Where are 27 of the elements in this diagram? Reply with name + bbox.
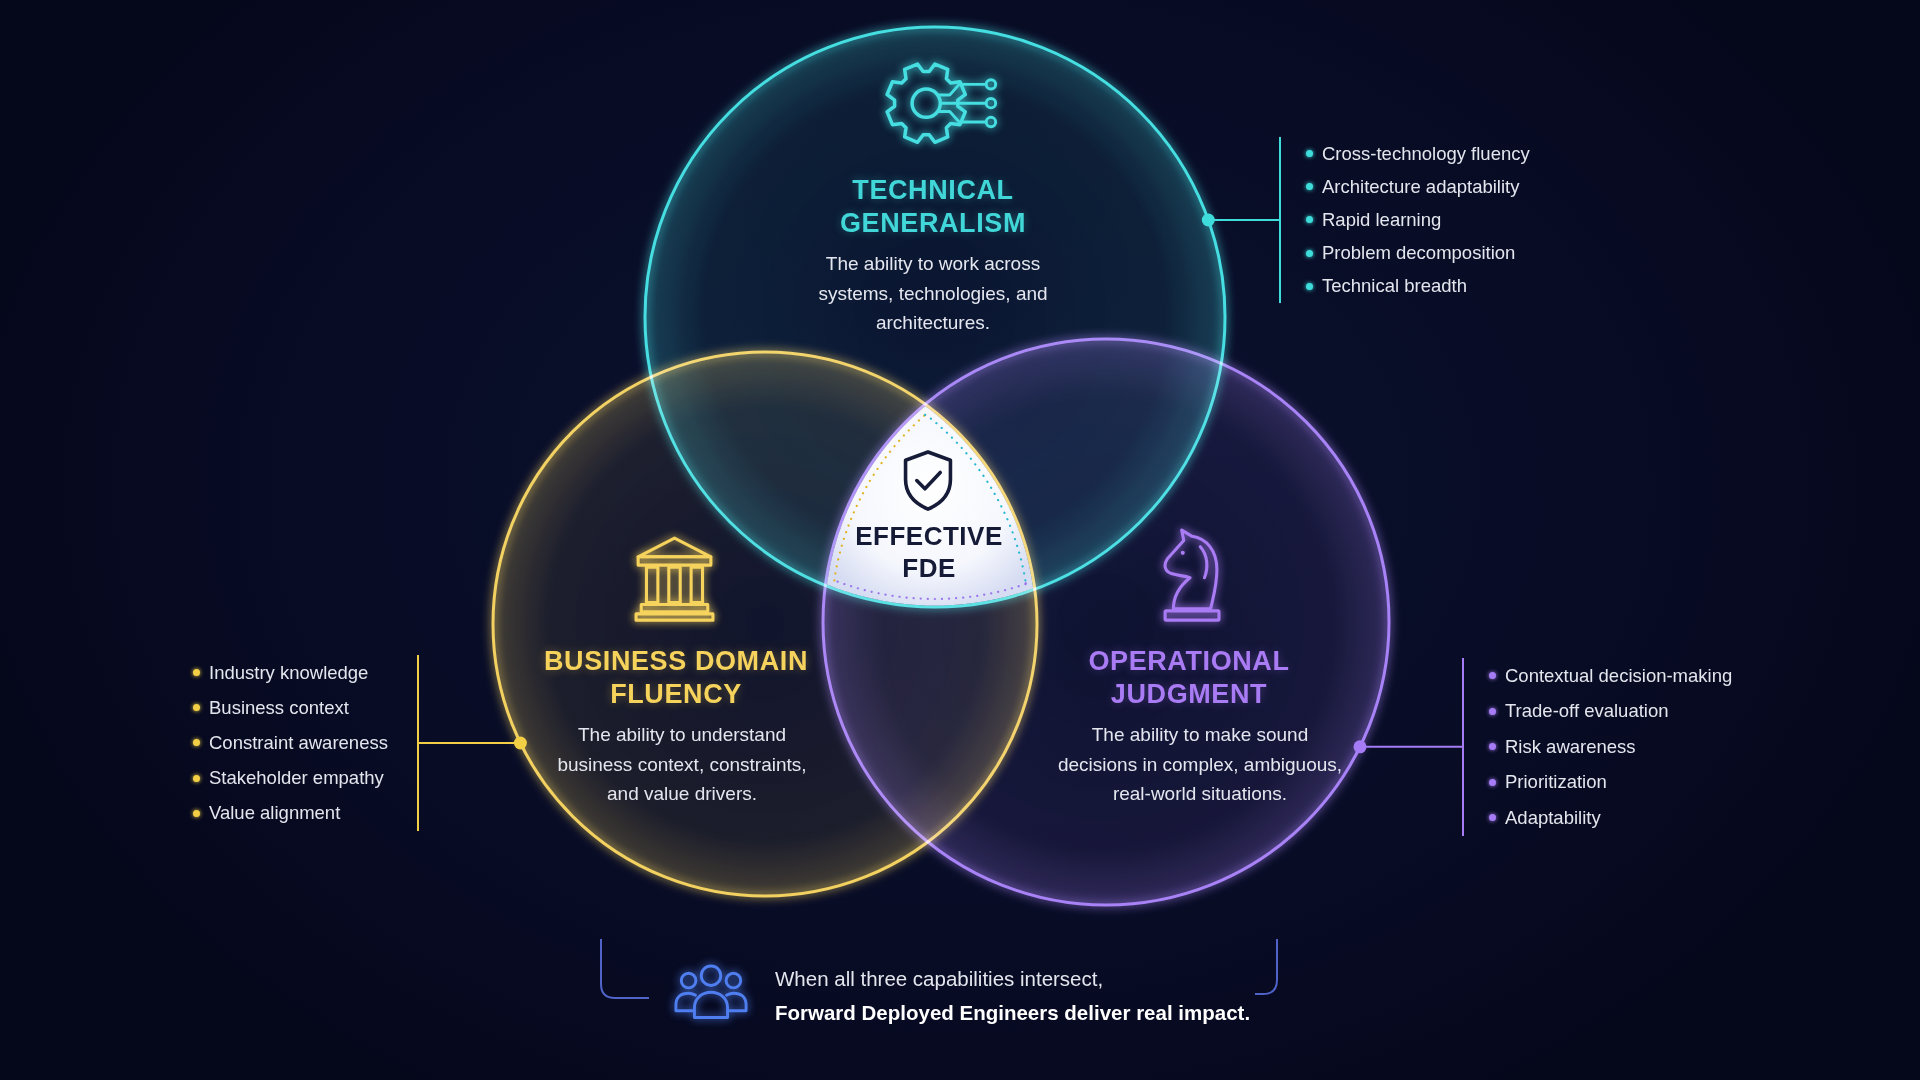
bullet-item: Industry knowledge bbox=[209, 661, 369, 684]
description-text: The ability to work across systems, technologies, and architectures. bbox=[817, 252, 1049, 335]
caption-text: When all three capabilities intersect, Forward Deployed Engineers deliver real impact. bbox=[775, 966, 1251, 1026]
bullet-item: Risk awareness bbox=[1505, 735, 1636, 758]
bullet-item: Trade-off evaluation bbox=[1505, 700, 1669, 723]
venn-circle bbox=[823, 339, 1389, 905]
description-text: The ability to make sound decisions in complex, ambiguous, real-world situations. bbox=[1056, 723, 1344, 806]
bullet-item: Rapid learning bbox=[1322, 209, 1442, 231]
leader-line bbox=[1353, 740, 1463, 754]
bullet-item: Cross-technology fluency bbox=[1322, 142, 1530, 165]
bullet-item: Contextual decision-making bbox=[1505, 664, 1733, 687]
circle-heading: OPERATIONAL JUDGMENT bbox=[1087, 645, 1291, 711]
bullet-item: Stakeholder empathy bbox=[209, 767, 384, 790]
leader-line bbox=[418, 736, 527, 750]
bullet-item: Architecture adaptability bbox=[1322, 175, 1520, 198]
bullet-item: Business context bbox=[209, 696, 349, 719]
bullet-item: Constraint awareness bbox=[209, 732, 388, 754]
bullet-item: Adaptability bbox=[1505, 806, 1601, 829]
circle-heading: TECHNICAL GENERALISM bbox=[839, 174, 1027, 240]
bullet-item: Technical breadth bbox=[1322, 275, 1467, 298]
bullet-item: Problem decomposition bbox=[1322, 242, 1516, 265]
center-label: EFFECTIVE FDE bbox=[854, 520, 1004, 584]
leader-line bbox=[1201, 213, 1280, 227]
description-text: The ability to understand business context, constraints, and value drivers. bbox=[556, 723, 808, 806]
bullet-item: Value alignment bbox=[209, 802, 341, 825]
circle-heading: BUSINESS DOMAIN FLUENCY bbox=[543, 645, 809, 711]
bullet-item: Prioritization bbox=[1505, 771, 1607, 794]
